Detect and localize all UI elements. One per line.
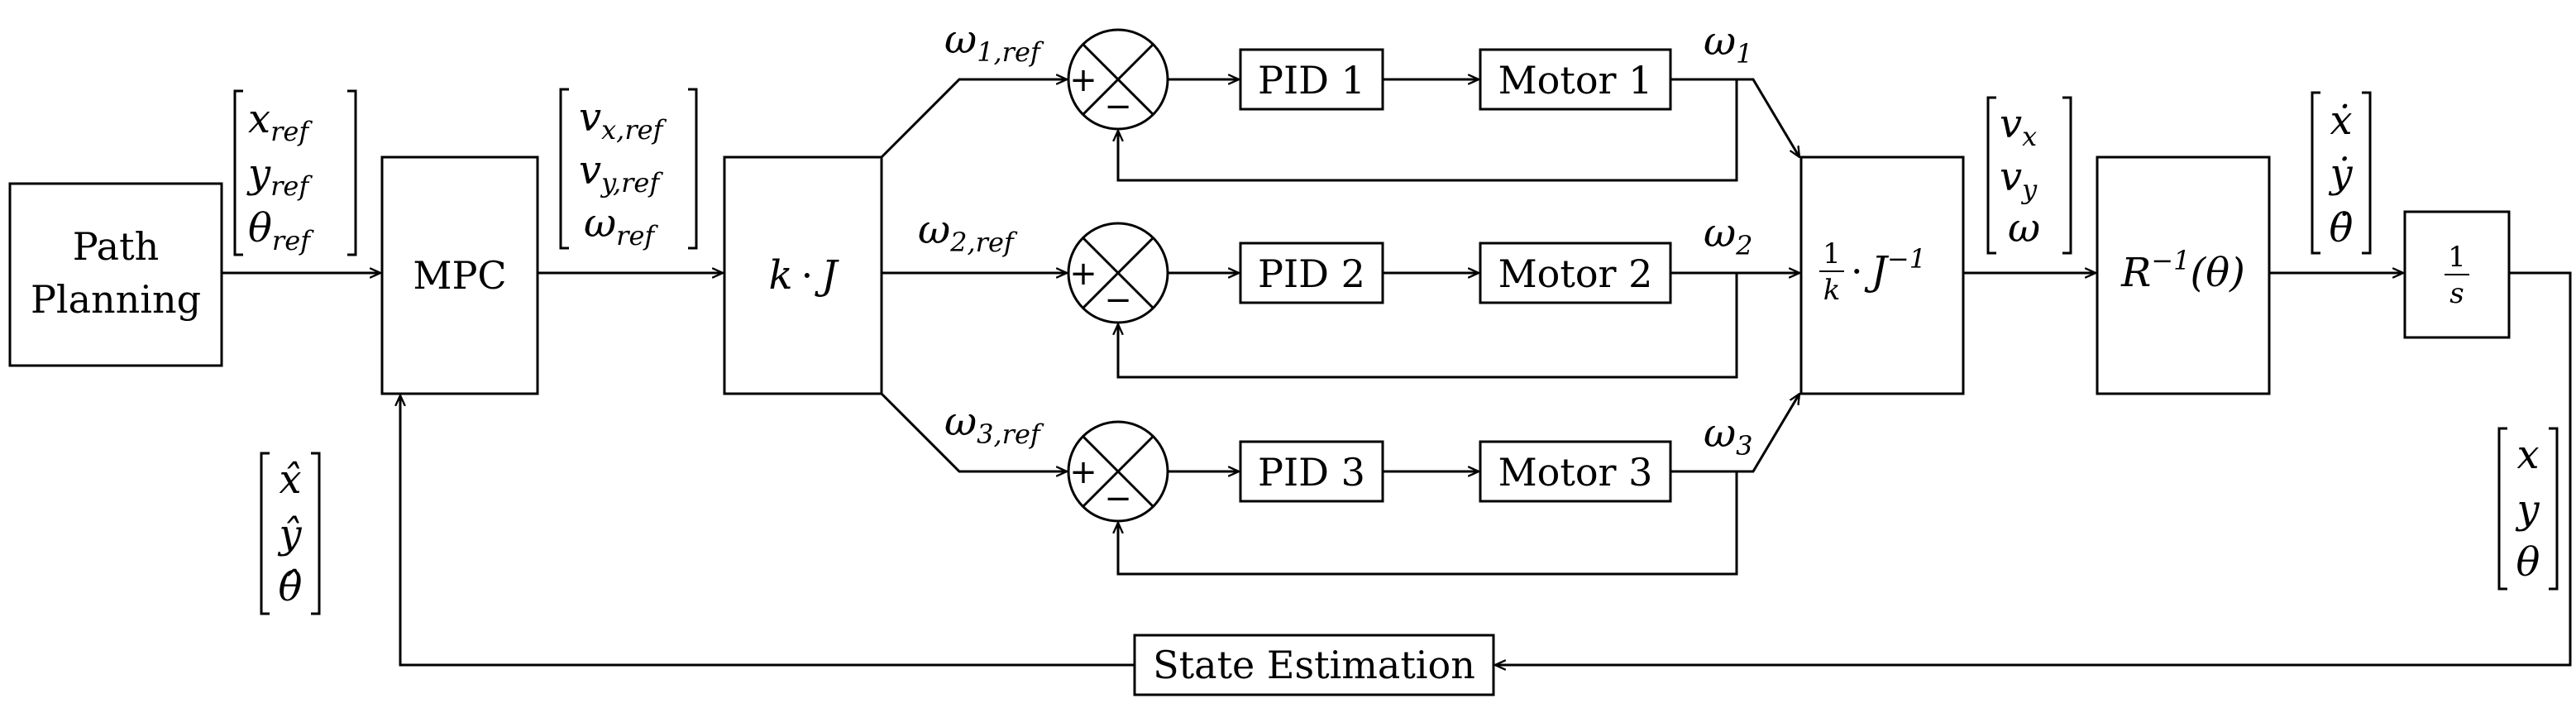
vref-w-sub: ref [616, 220, 658, 251]
vref-x-sub: x,ref [601, 114, 667, 146]
pose-theta: θ [2516, 539, 2540, 586]
body-vx-base: v [2000, 101, 2022, 147]
svg-text:vx: vx [2000, 101, 2037, 152]
est-theta: θ̂ [279, 564, 303, 610]
pose-y: y [2515, 486, 2540, 533]
kj-dot: · [801, 253, 814, 298]
svg-text:ωref: ωref [584, 200, 658, 251]
rot-arg: (θ) [2190, 250, 2244, 296]
rot-exp: −1 [2151, 245, 2190, 276]
inverse-kinematics-block: 1 k ·J−1 [1799, 155, 1965, 395]
reference-pose-vector: xref yref θref [233, 89, 357, 256]
invkj-den: k [1823, 274, 1841, 307]
wheel2-ref-label: ω2,ref [918, 207, 1018, 258]
body-w-base: ω [2008, 205, 2040, 251]
world-velocity-vector: ẋ ẏ θ̇ [2311, 91, 2372, 255]
body-velocity-vector: vx vy ω [1986, 96, 2072, 255]
motor-2-block [1479, 242, 1672, 304]
ref-y-base: y [246, 151, 271, 197]
svg-text:R−1(θ): R−1(θ) [2120, 245, 2245, 296]
ref-y-sub: ref [270, 170, 313, 202]
wheel3-speed-label: ω3 [1704, 410, 1753, 462]
state-estimation-block: State Estimation [1133, 634, 1495, 696]
mpc-block: MPC [380, 155, 539, 395]
world-thetadot: θ̇ [2330, 205, 2354, 251]
svg-text:ω: ω [2008, 205, 2040, 251]
body-vy-sub: y [2020, 174, 2038, 205]
sum1-plus: + [1069, 61, 1097, 99]
wheel1-speed-label: ω1 [1704, 18, 1753, 69]
vref-y-sub: y,ref [600, 167, 663, 199]
world-xdot: ẋ [2330, 98, 2352, 144]
path-planning-label-line2: Planning [31, 277, 201, 322]
sum2-minus: − [1104, 281, 1132, 319]
motor-3-label: Motor 3 [1498, 450, 1653, 495]
kinematics-kj-block: k·J [723, 155, 883, 395]
est-x: x̂ [279, 457, 301, 503]
signal-wires [222, 79, 2572, 665]
svg-text:vx,ref: vx,ref [579, 94, 667, 146]
pose-vector: x y θ [2497, 427, 2559, 591]
svg-text:vy: vy [2000, 154, 2038, 205]
sum3-plus: + [1069, 453, 1097, 491]
pid-1-label: PID 1 [1258, 58, 1365, 103]
sum2-plus: + [1069, 255, 1097, 293]
svg-text:xref: xref [248, 96, 313, 147]
path-planning-block: Path Planning [8, 182, 223, 367]
wheel-loop-3: + − PID 3 Motor 3 [1067, 420, 1672, 523]
est-y: ŷ [277, 511, 302, 557]
svg-text:vy,ref: vy,ref [579, 147, 663, 199]
integrator-num: 1 [2448, 241, 2466, 274]
ref-x-base: x [248, 96, 270, 142]
motor-1-label: Motor 1 [1498, 58, 1653, 103]
rotation-block: R−1(θ) [2096, 155, 2271, 395]
kj-k: k [769, 252, 793, 299]
wheel3-ref-label: ω3,ref [944, 399, 1044, 450]
vref-y-base: v [579, 147, 601, 194]
wheel-loop-2: + − PID 2 Motor 2 [1067, 222, 1672, 324]
pid-3-label: PID 3 [1258, 450, 1365, 495]
integrator-den: s [2449, 277, 2464, 310]
vref-w-base: ω [584, 200, 616, 246]
svg-text:yref: yref [246, 151, 313, 202]
ref-theta-base: θ [248, 205, 272, 251]
body-vy-base: v [2000, 154, 2022, 200]
svg-text:k·J: k·J [769, 252, 840, 299]
pid-2-label: PID 2 [1258, 251, 1365, 296]
state-estimation-label: State Estimation [1153, 643, 1475, 687]
wheel1-ref-label: ω1,ref [944, 17, 1044, 68]
motor-3-block [1479, 440, 1672, 503]
invkj-dot: · [1851, 249, 1863, 294]
invkj-exp: −1 [1887, 243, 1926, 275]
invkj-num: 1 [1823, 237, 1841, 270]
pid-2-block [1239, 242, 1384, 304]
pose-x: x [2516, 432, 2539, 478]
body-vx-sub: x [2022, 121, 2037, 152]
vref-x-base: v [579, 94, 601, 141]
ref-x-sub: ref [270, 116, 313, 147]
wheel2-speed-label: ω2 [1704, 210, 1753, 261]
integrator-block: 1 s [2403, 210, 2511, 339]
path-planning-label-line1: Path [73, 224, 159, 269]
sum3-minus: − [1104, 480, 1132, 518]
sum1-minus: − [1104, 88, 1132, 126]
motor-2-label: Motor 2 [1498, 251, 1653, 296]
mpc-label: MPC [413, 253, 506, 298]
estimated-pose-vector: x̂ ŷ θ̂ [260, 452, 321, 615]
svg-text:θref: θref [248, 205, 314, 256]
ref-theta-sub: ref [272, 225, 314, 256]
world-ydot: ẏ [2328, 151, 2353, 197]
wheel-loop-1: + − PID 1 Motor 1 [1067, 28, 1672, 131]
rot-R: R [2120, 250, 2151, 296]
velocity-reference-vector: vx,ref vy,ref ωref [559, 88, 698, 251]
